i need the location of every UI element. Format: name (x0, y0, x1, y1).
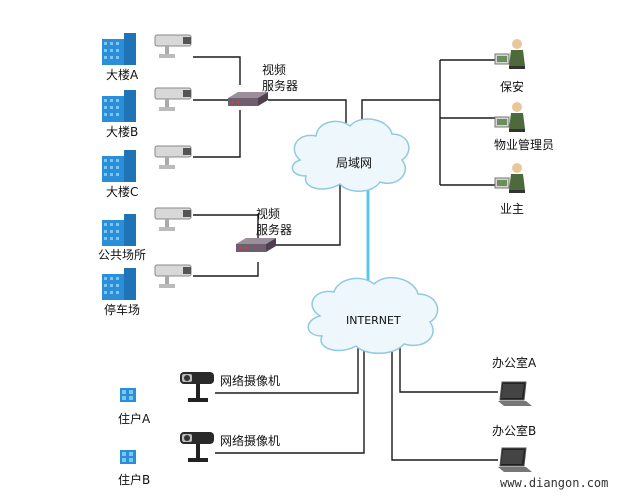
connections (193, 56, 498, 461)
label-parking: 停车场 (104, 303, 141, 317)
label-lan: 局域网 (336, 156, 373, 170)
building-icon (102, 150, 136, 182)
label-public-place: 公共场所 (98, 248, 147, 262)
operator-workstation-icon (494, 162, 526, 194)
network-camera-icon (180, 432, 214, 462)
video-server-icon (228, 92, 268, 106)
label-internet: INTERNET (346, 314, 401, 327)
label-building-a: 大楼A (106, 68, 139, 82)
label-video-server-2: 视频 服务器 (256, 207, 293, 237)
label-office-b: 办公室B (492, 424, 537, 438)
link-cam-a (193, 56, 241, 85)
label-video-server-1: 视频 服务器 (262, 63, 299, 93)
lan-cloud-icon (291, 118, 410, 192)
link-office-a (399, 340, 498, 393)
building-icon (102, 33, 136, 65)
cctv-camera-icon (154, 264, 192, 289)
house-icon (120, 450, 136, 464)
label-network-camera-2: 网络摄像机 (220, 434, 281, 448)
label-owner: 业主 (500, 202, 525, 216)
cctv-camera-icon (154, 145, 192, 170)
label-resident-b: 住户B (118, 473, 151, 487)
internet-cloud-icon (307, 276, 439, 354)
cctv-camera-icon (154, 87, 192, 112)
label-building-c: 大楼C (106, 185, 139, 199)
label-security: 保安 (500, 80, 525, 94)
watermark: www.diangon.com (500, 476, 609, 490)
link-office-b (391, 340, 498, 461)
house-icon (120, 388, 136, 402)
laptop-icon (497, 381, 533, 407)
operator-workstation-icon (494, 101, 526, 133)
label-office-a: 办公室A (492, 356, 537, 370)
label-network-camera-1: 网络摄像机 (220, 374, 281, 388)
network-camera-icon (180, 372, 214, 402)
link-ncam2 (215, 340, 365, 454)
link-server2-lan (276, 182, 341, 246)
cctv-camera-icon (154, 207, 192, 232)
label-building-b: 大楼B (106, 125, 139, 139)
laptop-icon (497, 447, 533, 473)
label-property-manager: 物业管理员 (494, 138, 555, 152)
label-resident-a: 住户A (118, 412, 151, 426)
cctv-camera-icon (154, 34, 192, 59)
link-ncam1 (215, 340, 359, 394)
building-icon (102, 214, 136, 246)
link-cam-public (193, 214, 259, 240)
operator-workstation-icon (494, 38, 526, 70)
building-icon (102, 90, 136, 122)
video-server-icon (236, 238, 276, 252)
link-cam-parking (193, 262, 259, 277)
building-icon (102, 268, 136, 300)
link-cam-c (193, 110, 241, 158)
